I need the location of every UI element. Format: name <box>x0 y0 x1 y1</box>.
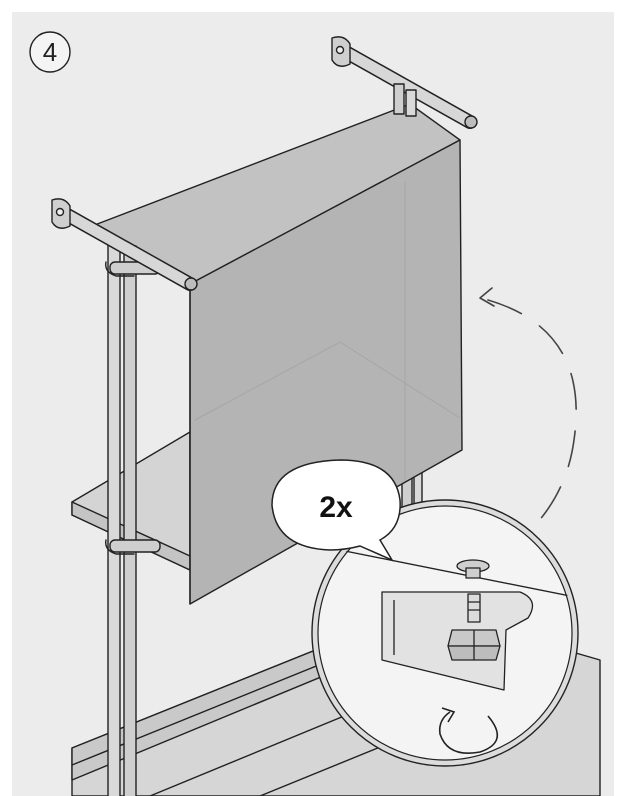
swing-path-arrow-icon <box>479 287 577 541</box>
step-number: 4 <box>43 37 57 67</box>
top-right-rail <box>331 36 478 129</box>
top-left-rail <box>51 198 198 291</box>
quantity-label: 2x <box>319 491 353 524</box>
quantity-callout: 2x <box>271 459 401 562</box>
rotate-clockwise-icon <box>438 707 498 754</box>
detail-magnifier <box>311 499 579 767</box>
step-badge: 4 <box>29 31 71 73</box>
